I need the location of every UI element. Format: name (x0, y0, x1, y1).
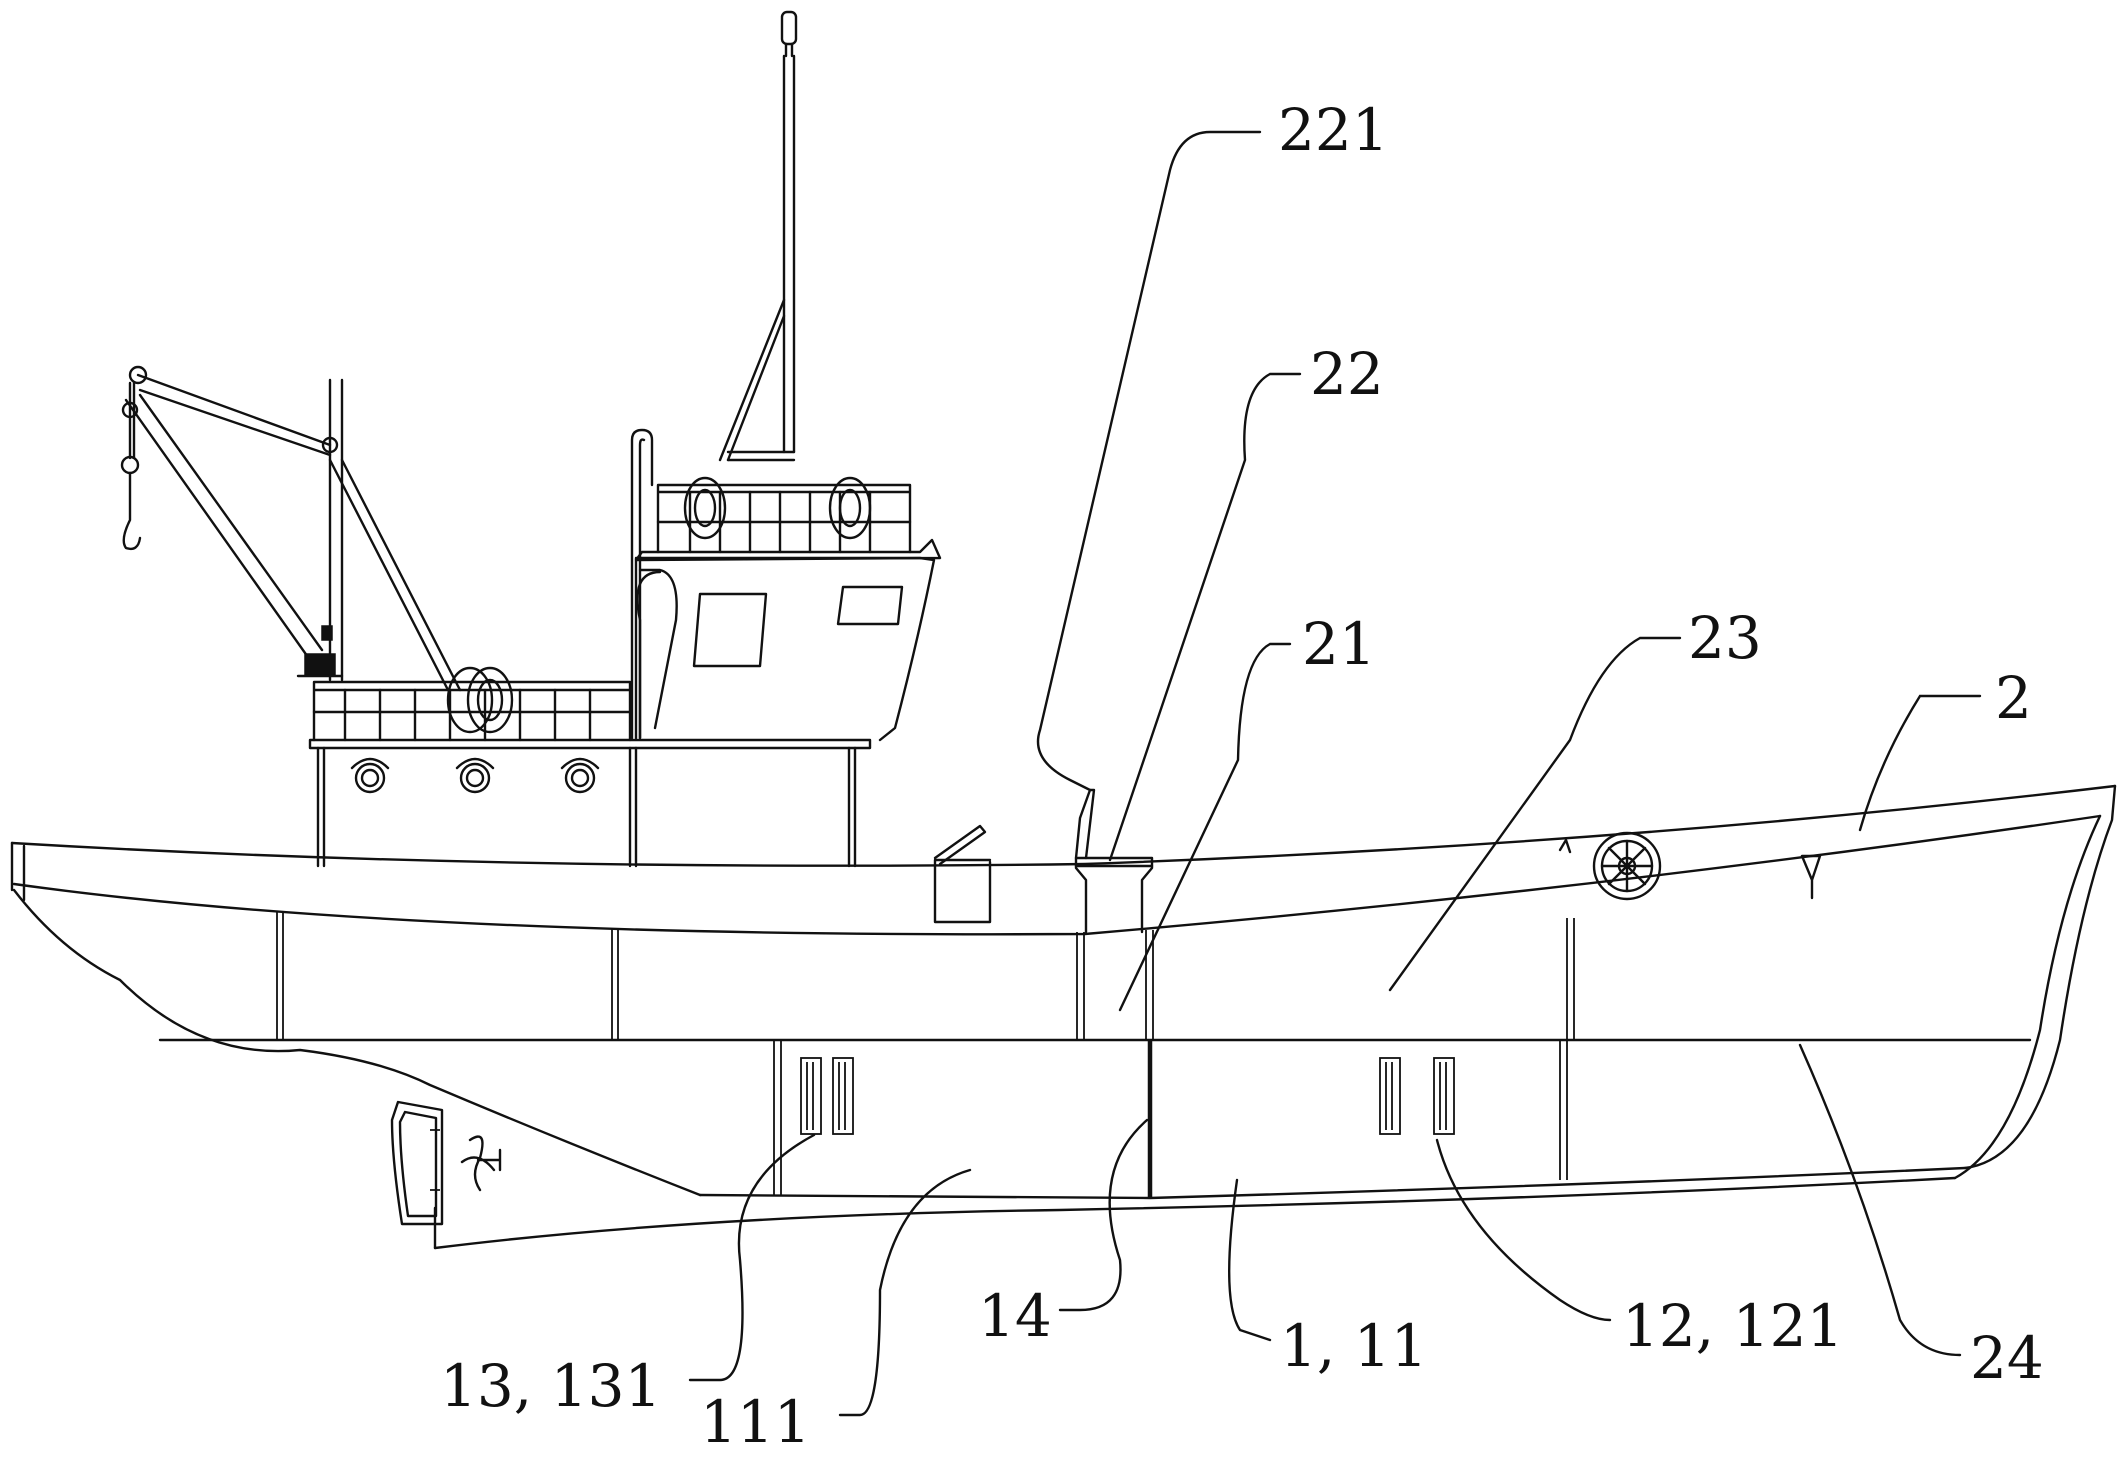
label-2: 2 (1995, 664, 2032, 732)
label-1-11: 1, 11 (1280, 1312, 1428, 1380)
rudder-outer (390, 1100, 444, 1226)
keel-line (698, 1166, 1967, 1200)
label-21: 21 (1302, 610, 1376, 678)
skeg-line (433, 1176, 1957, 1250)
crane-hook-icon (122, 471, 142, 551)
sheer-line (12, 814, 2102, 936)
crane (120, 365, 462, 692)
stern-contour (12, 888, 702, 1197)
label-12-121: 12, 121 (1622, 1292, 1843, 1360)
label-111: 111 (700, 1388, 811, 1456)
hand-wheel-icon (1592, 831, 1662, 901)
label-14: 14 (978, 1282, 1052, 1350)
label-13-131: 13, 131 (440, 1352, 661, 1420)
portholes (350, 757, 600, 794)
vent-pipe (1074, 856, 1154, 934)
vent-grille-fwd (1379, 1057, 1455, 1135)
wheelhouse-window-fwd (836, 585, 904, 626)
label-221: 221 (1278, 96, 1389, 164)
rudder-propeller (390, 1100, 502, 1226)
deck-hatch (933, 858, 992, 924)
bow-stem-outer (1963, 784, 2117, 1170)
stern-transom (10, 841, 26, 902)
exhaust-pipe (630, 428, 654, 740)
vent-grille-aft (800, 1057, 854, 1135)
top-railing (656, 476, 912, 554)
label-24: 24 (1970, 1324, 2044, 1392)
hull (10, 784, 2117, 1250)
vent-cap (1074, 788, 1096, 860)
label-23: 23 (1688, 604, 1762, 672)
main-mast (718, 10, 798, 462)
label-22: 22 (1310, 340, 1384, 408)
reference-labels: 221 22 21 23 2 24 12, 121 1, 11 14 111 1… (440, 96, 2044, 1456)
rudder-inner (398, 1110, 438, 1218)
wheelhouse-window-aft (692, 592, 768, 668)
life-ring-lower (446, 666, 514, 734)
deck-line (10, 784, 2117, 867)
anchor-fairlead-icon (1800, 854, 1822, 900)
bow-stem-inner (1953, 814, 2102, 1180)
propeller-icon (460, 1135, 502, 1192)
lower-frames (773, 1040, 1568, 1196)
deckhouse (308, 10, 942, 868)
wheelhouse (634, 556, 936, 742)
leader-lines (688, 130, 1982, 1417)
deck-equipment (933, 788, 1822, 934)
upper-frames (276, 912, 1575, 1040)
